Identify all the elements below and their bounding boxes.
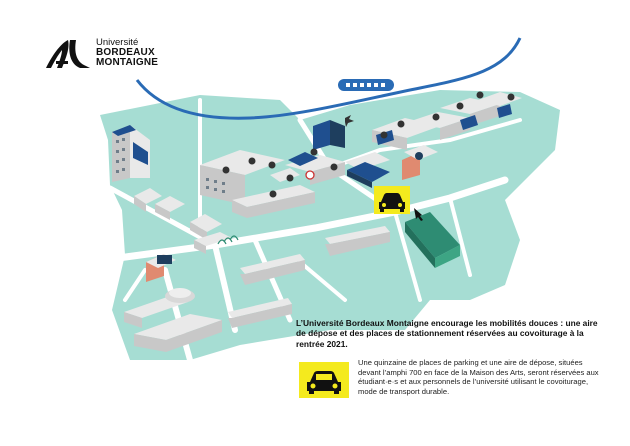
building-tower-left xyxy=(112,125,150,182)
building-row-east xyxy=(372,92,522,150)
arches xyxy=(217,235,239,245)
caption: L’Université Bordeaux Montaigne encourag… xyxy=(296,318,601,396)
building-markers xyxy=(222,91,515,198)
logo-name-line2: MONTAIGNE xyxy=(96,57,159,68)
dropoff-arrow xyxy=(414,208,423,221)
logo-university: Université xyxy=(96,37,139,48)
caption-lead: L’Université Bordeaux Montaigne encourag… xyxy=(296,318,598,349)
restaurant-marker-icon xyxy=(305,170,315,180)
am-monogram-logo xyxy=(46,40,90,68)
car-parking-icon xyxy=(374,186,410,214)
tram-icon xyxy=(338,79,394,91)
logo-name-line1: BORDEAUX xyxy=(96,47,155,58)
university-logo: Université BORDEAUX MONTAIGNE xyxy=(96,38,158,68)
building-amphi-700 xyxy=(405,212,460,268)
buildings xyxy=(112,92,522,352)
river xyxy=(135,37,522,120)
legend-car-icon xyxy=(299,362,349,398)
aircraft-icon xyxy=(345,115,354,127)
caption-body: Une quinzaine de places de parking et un… xyxy=(358,358,599,396)
